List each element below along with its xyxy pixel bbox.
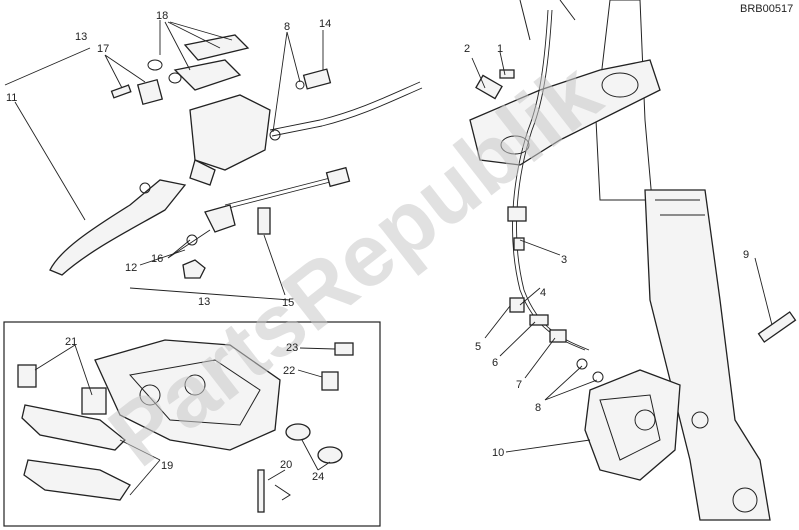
- bolt-9: [757, 311, 797, 343]
- brake-hose-left: [269, 81, 421, 131]
- callout-13-top: 13: [75, 31, 87, 43]
- callout-14: 14: [319, 18, 331, 30]
- callout-15: 15: [282, 297, 294, 309]
- callout-23: 23: [286, 342, 298, 354]
- master-cylinder: [110, 34, 332, 186]
- brake-lever: [49, 179, 187, 276]
- brake-hose-right: [512, 9, 586, 351]
- fork-clamp: [469, 59, 661, 166]
- caliper-inset: [3, 321, 381, 527]
- callout-19: 19: [161, 460, 173, 472]
- callout-2: 2: [464, 43, 470, 55]
- leader-lines: [14, 20, 773, 496]
- callout-8-master: 8: [284, 21, 290, 33]
- callout-5: 5: [475, 341, 481, 353]
- callout-12: 12: [125, 262, 137, 274]
- callout-22: 22: [283, 365, 295, 377]
- callout-1: 1: [497, 43, 503, 55]
- callout-20: 20: [280, 459, 292, 471]
- callout-16: 16: [151, 253, 163, 265]
- callout-24: 24: [312, 471, 324, 483]
- callout-8-caliper: 8: [535, 402, 541, 414]
- callout-10: 10: [492, 447, 504, 459]
- callout-13-bottom: 13: [198, 296, 210, 308]
- callout-4: 4: [540, 287, 546, 299]
- brake-caliper-right: [584, 369, 681, 481]
- callout-17: 17: [97, 43, 109, 55]
- callout-6: 6: [492, 357, 498, 369]
- callout-7: 7: [516, 379, 522, 391]
- watermark: PartsRepublik: [91, 42, 619, 485]
- callout-21: 21: [65, 336, 77, 348]
- brake-switch-pushrod: [182, 166, 351, 279]
- callout-11: 11: [6, 92, 17, 104]
- callout-18: 18: [156, 10, 168, 22]
- diagram-code: BRB00517: [740, 3, 793, 15]
- callout-3: 3: [561, 254, 567, 266]
- callout-9: 9: [743, 249, 749, 261]
